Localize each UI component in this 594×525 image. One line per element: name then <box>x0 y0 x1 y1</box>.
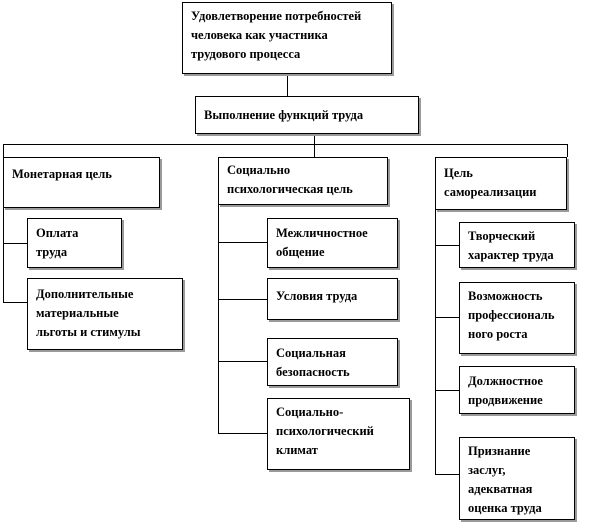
col3-item2-node: Возможность профессиональ ного роста <box>459 282 575 354</box>
connector-col3-item4 <box>435 474 459 475</box>
connector-bus-col2 <box>314 144 315 157</box>
connector-col1-item2 <box>3 302 27 303</box>
col3-item4-node: Признание заслуг, адекватная оценка труд… <box>459 437 575 520</box>
middle-node: Выполнение функций труда <box>195 96 419 134</box>
connector-col2-trunk <box>218 205 219 433</box>
col2-item3-node: Социальная безопасность <box>267 338 398 386</box>
col2-title-node: Социально психологическая цель <box>218 157 388 205</box>
col3-title-node: Цель самореализации <box>435 157 567 210</box>
connector-middle-to-bus <box>314 134 315 144</box>
col1-title-node: Монетарная цель <box>3 157 160 208</box>
col1-item1-node: Оплата труда <box>27 218 122 268</box>
connector-col1-item1 <box>3 243 27 244</box>
root-node: Удовлетворение потребностей человека как… <box>182 2 392 74</box>
connector-col3-item3 <box>435 390 459 391</box>
connector-bus-col3 <box>567 144 568 157</box>
connector-bus <box>3 144 567 145</box>
connector-col3-item2 <box>435 317 459 318</box>
col2-item2-node: Условия труда <box>267 278 398 320</box>
connector-col2-item3 <box>218 361 267 362</box>
col2-item1-node: Межличностное общение <box>267 218 398 268</box>
connector-col2-item4 <box>218 433 267 434</box>
connector-col2-item1 <box>218 242 267 243</box>
connector-col2-item2 <box>218 299 267 300</box>
col3-item1-node: Творческий характер труда <box>459 222 575 268</box>
col3-item3-node: Должностное продвижение <box>459 366 575 414</box>
connector-col3-item1 <box>435 245 459 246</box>
connector-col1-trunk <box>3 208 4 302</box>
connector-col3-trunk <box>435 210 436 474</box>
connector-root-to-middle <box>287 74 288 96</box>
connector-bus-col1 <box>3 144 4 157</box>
col1-item2-node: Дополнительные материальные льготы и сти… <box>27 278 183 350</box>
col2-item4-node: Социально- психологический климат <box>267 398 410 470</box>
